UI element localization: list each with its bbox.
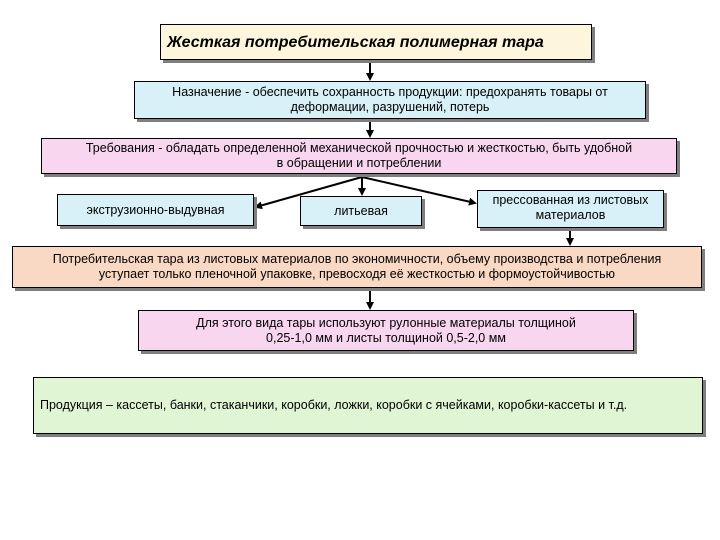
requirements-line-2: в обращении и потреблении — [276, 156, 442, 170]
type-extrusion-box: экструзионно-выдувная — [57, 194, 254, 226]
products-box: Продукция – кассеты, банки, стаканчики, … — [33, 377, 703, 434]
purpose-line-1: Назначение - обеспечить сохранность прод… — [172, 85, 608, 99]
rolls-note-line-2: 0,25-1,0 мм и листы толщиной 0,5-2,0 мм — [266, 330, 506, 345]
rolls-note-line-1: Для этого вида тары используют рулонные … — [196, 315, 576, 330]
products-text: Продукция – кассеты, банки, стаканчики, … — [40, 398, 628, 412]
type-cast-box: литьевая — [300, 196, 422, 226]
arrow-requirements-to-extrusion — [254, 176, 363, 210]
requirements-line-1: Требования - обладать определенной механ… — [85, 141, 633, 155]
rolls-note-box: Для этого вида тары используют рулонные … — [138, 310, 634, 351]
sheet-note-box: Потребительская тара из листовых материа… — [12, 246, 702, 288]
purpose-box: Назначение - обеспечить сохранность прод… — [134, 81, 646, 119]
type-cast-text: литьевая — [334, 203, 388, 218]
type-extrusion-text: экструзионно-выдувная — [86, 202, 225, 217]
type-pressed-box: прессованная из листовых материалов — [477, 190, 664, 228]
type-pressed-line-1: прессованная из листовых — [492, 193, 649, 207]
purpose-line-2: деформации, разрушений, потерь — [290, 100, 490, 114]
title-box: Жесткая потребительская полимерная тара — [160, 24, 592, 60]
sheet-note-line-1: Потребительская тара из листовых материа… — [52, 252, 662, 266]
arrow-requirements-to-pressed — [361, 176, 477, 206]
type-pressed-line-2: материалов — [535, 208, 606, 222]
requirements-box: Требования - обладать определенной механ… — [41, 138, 677, 174]
title-text: Жесткая потребительская полимерная тара — [167, 33, 544, 51]
sheet-note-line-2: уступает только пленочной упаковке, прев… — [98, 267, 616, 281]
